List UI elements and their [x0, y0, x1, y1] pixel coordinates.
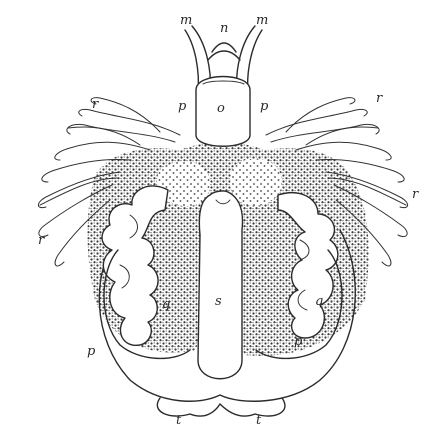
label-m-right: m — [256, 13, 268, 28]
label-r-right: r — [412, 187, 419, 202]
label-r-left: r — [38, 233, 45, 248]
label-p-lower-left: p — [87, 344, 96, 359]
label-s: s — [215, 294, 222, 309]
label-q-right: q — [315, 294, 323, 309]
label-p-upper-right: p — [260, 99, 269, 114]
label-p-lower-right: p — [294, 334, 303, 349]
label-q-left: q — [162, 297, 170, 312]
label-n: n — [220, 21, 228, 36]
label-t-left: t — [176, 413, 182, 428]
lighter-lobe-right — [230, 159, 282, 206]
label-r-upper-right: r — [376, 91, 383, 106]
label-m-left: m — [180, 13, 192, 28]
central-organ — [198, 191, 242, 379]
label-r-upper-left: r — [92, 97, 99, 112]
label-t-right: t — [256, 413, 262, 428]
label-o: o — [217, 101, 225, 116]
label-p-upper-left: p — [178, 99, 187, 114]
